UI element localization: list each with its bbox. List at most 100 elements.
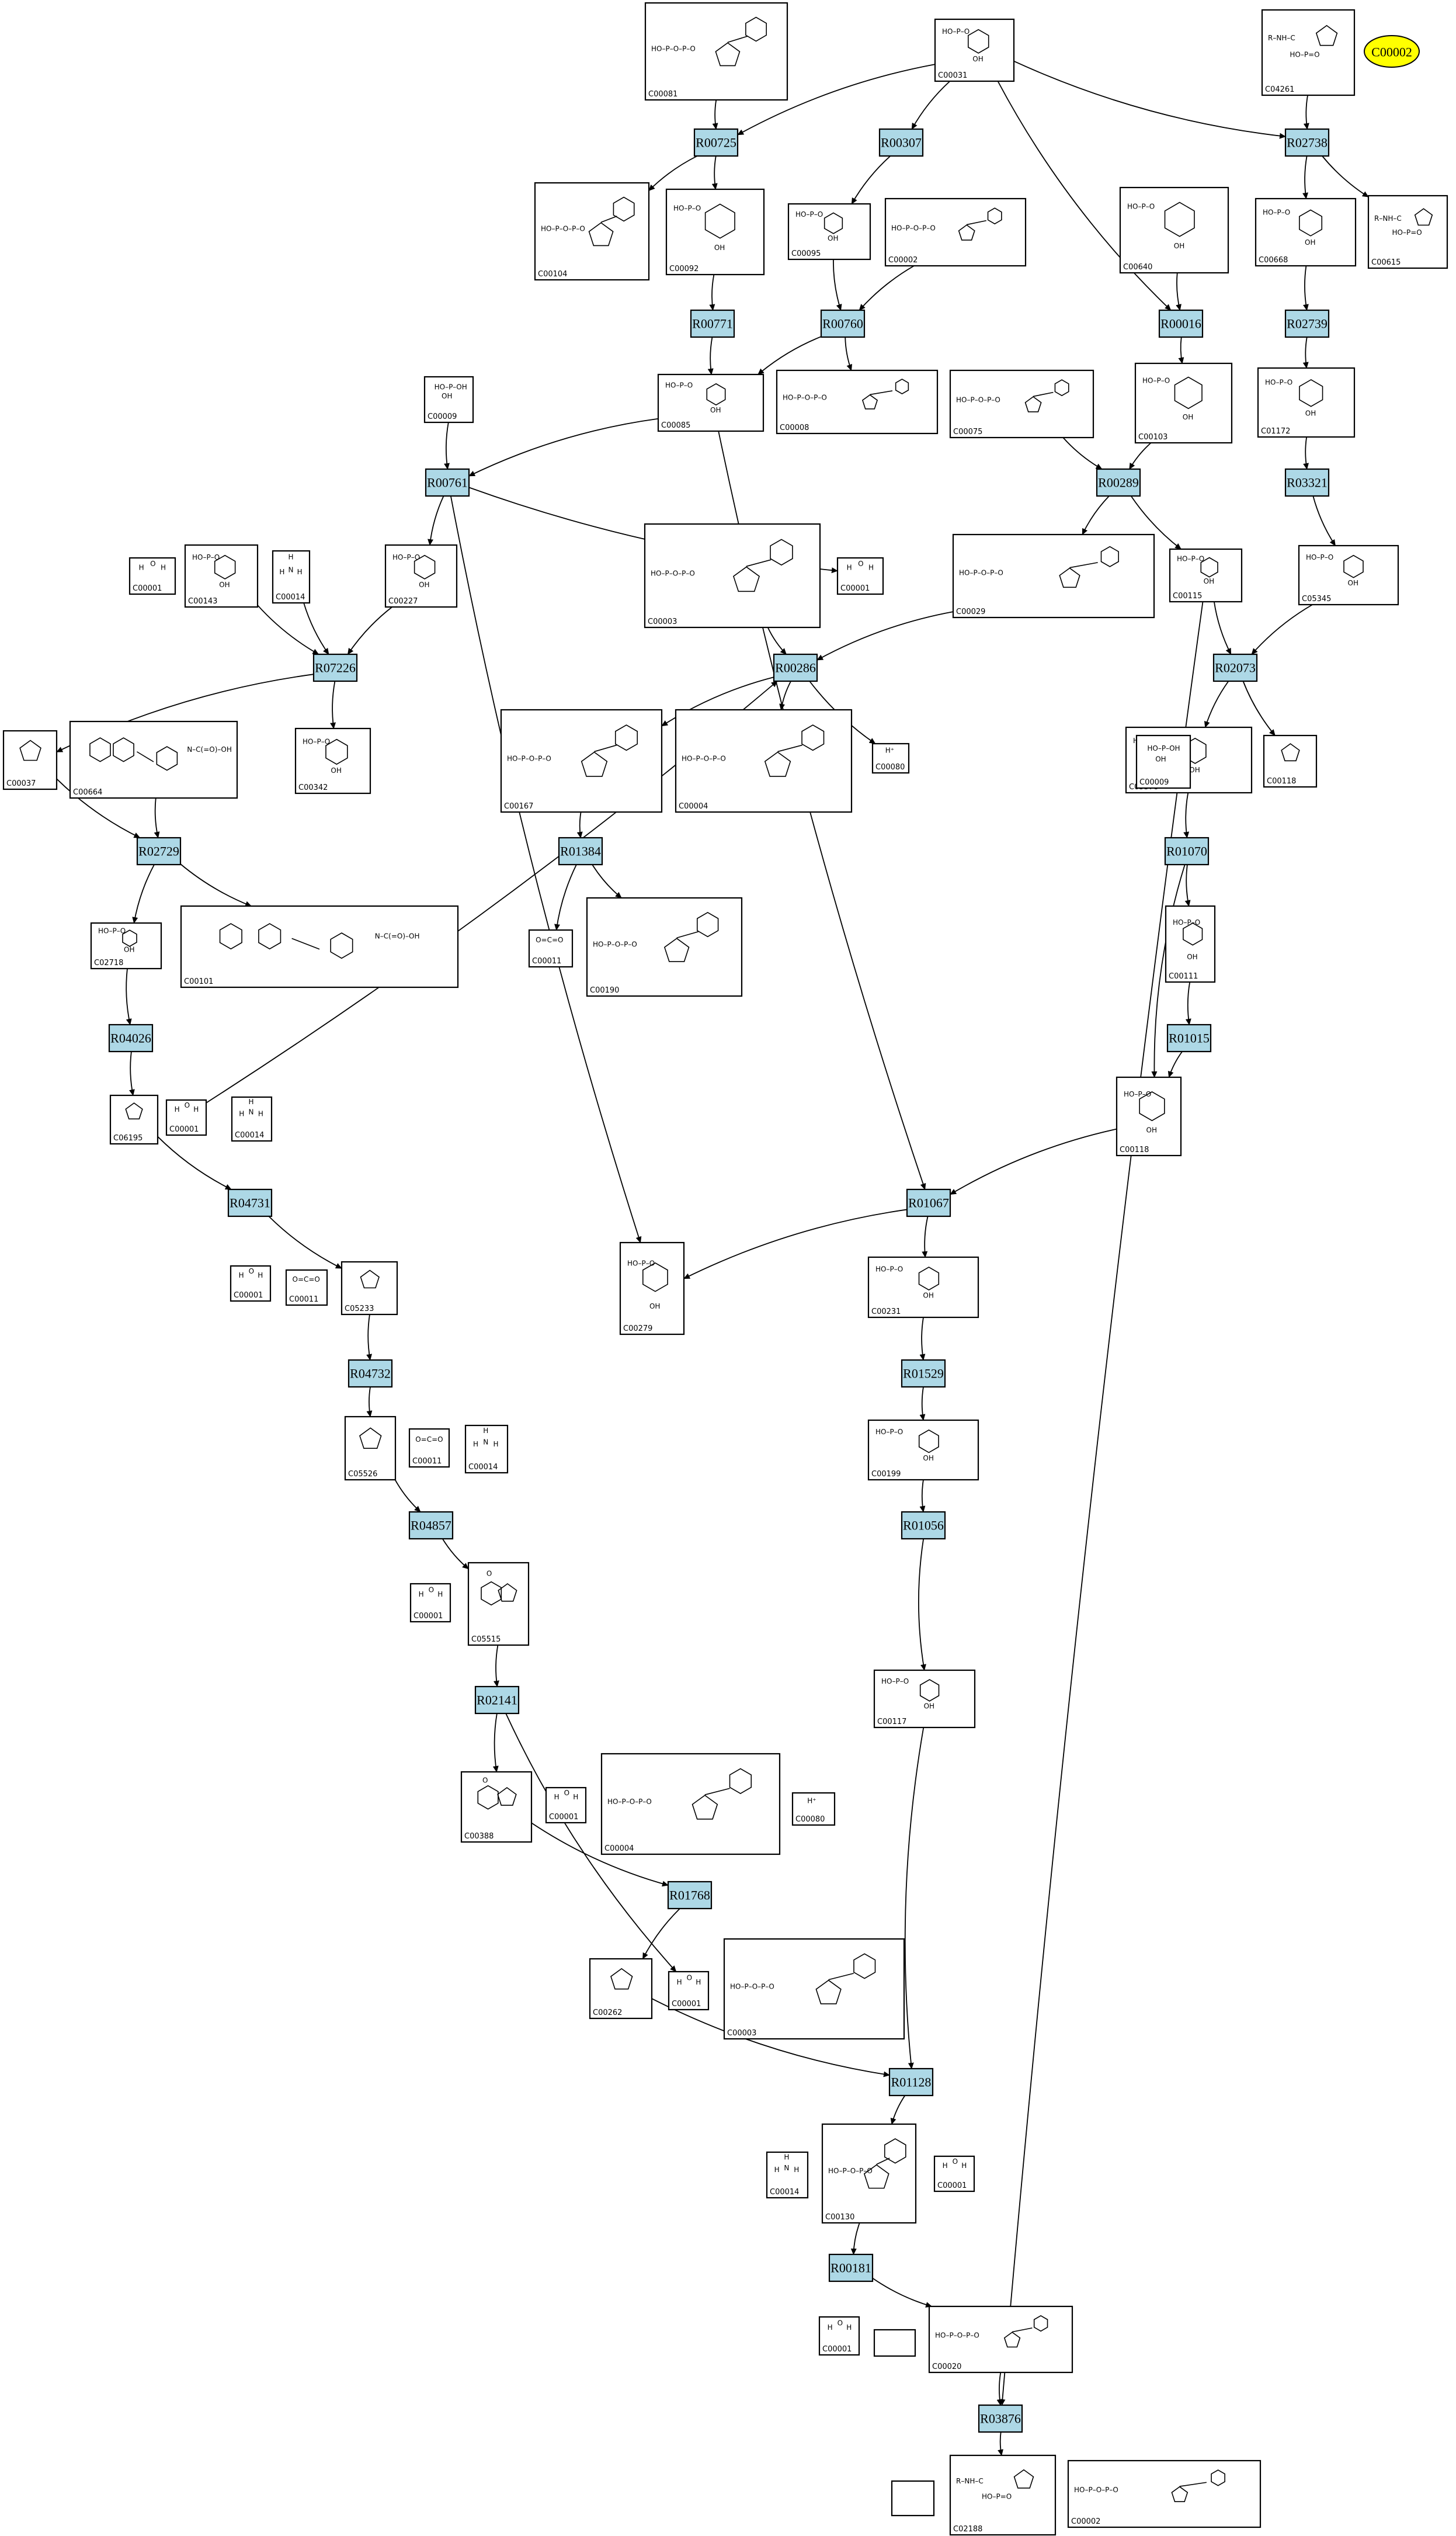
- reaction-node[interactable]: R02073: [1212, 653, 1258, 682]
- reaction-node[interactable]: R00289: [1096, 468, 1141, 497]
- reaction-node[interactable]: R04731: [227, 1188, 273, 1217]
- reaction-node[interactable]: R04857: [408, 1511, 454, 1540]
- reaction-node[interactable]: R07226: [312, 653, 358, 682]
- reaction-node[interactable]: R01768: [667, 1881, 713, 1910]
- reaction-node[interactable]: R03321: [1284, 468, 1330, 497]
- compound-node[interactable]: C06195: [109, 1094, 159, 1145]
- compound-node[interactable]: H⁺C00080: [791, 1792, 836, 1826]
- compound-node[interactable]: [873, 2329, 916, 2357]
- reaction-node[interactable]: R00760: [820, 309, 866, 338]
- reaction-node[interactable]: R02739: [1284, 309, 1330, 338]
- reaction-node[interactable]: R04026: [108, 1024, 154, 1053]
- reaction-node[interactable]: R02729: [136, 837, 182, 866]
- reaction-node[interactable]: R01384: [558, 837, 603, 866]
- reaction-node[interactable]: R00725: [693, 128, 739, 157]
- reaction-node[interactable]: R01015: [1166, 1024, 1212, 1053]
- reaction-node[interactable]: R01128: [888, 2067, 934, 2097]
- reaction-node[interactable]: R04732: [348, 1359, 393, 1388]
- compound-box: [545, 1786, 587, 1824]
- reaction-node[interactable]: R02738: [1284, 128, 1330, 157]
- compound-node[interactable]: C00037: [2, 730, 58, 790]
- reaction-node[interactable]: R00761: [425, 468, 470, 497]
- reaction-node[interactable]: R01056: [901, 1511, 946, 1540]
- compound-node[interactable]: C05233: [340, 1261, 398, 1316]
- compound-node[interactable]: H⁺C00080: [871, 743, 910, 774]
- reaction-node[interactable]: R00771: [690, 309, 735, 338]
- compound-node[interactable]: [891, 2480, 935, 2517]
- reaction-node[interactable]: R03876: [978, 2404, 1023, 2433]
- reaction-node[interactable]: R00016: [1158, 309, 1204, 338]
- reaction-node[interactable]: R01070: [1164, 837, 1210, 866]
- compound-node[interactable]: C00118: [1263, 734, 1318, 788]
- reaction-node[interactable]: R00181: [828, 2253, 874, 2282]
- reaction-node[interactable]: R01529: [901, 1359, 946, 1388]
- reaction-node[interactable]: R02141: [474, 1685, 520, 1715]
- compound-node[interactable]: C00262: [589, 1958, 653, 2020]
- reaction-node[interactable]: R01067: [906, 1188, 951, 1217]
- reaction-node[interactable]: R00307: [878, 128, 924, 157]
- reaction-node[interactable]: R00286: [773, 653, 818, 682]
- compound-node[interactable]: C05526: [344, 1416, 397, 1481]
